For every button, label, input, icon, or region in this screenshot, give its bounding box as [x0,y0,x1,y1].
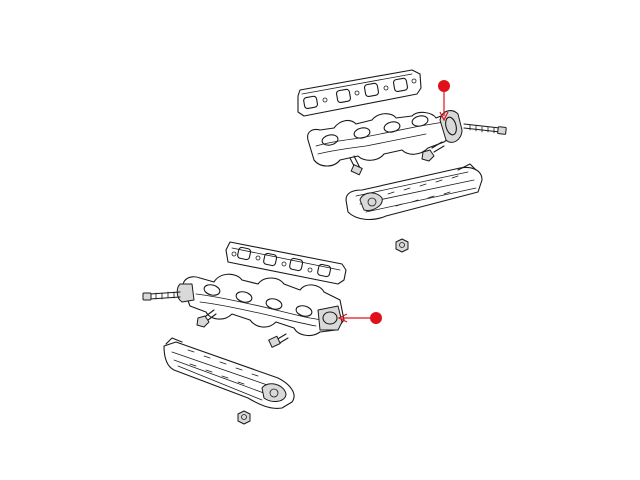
lower-heat-shield [163,337,295,409]
lower-gasket [225,241,347,285]
callout-upper-manifold [438,80,450,122]
upper-exhaust-manifold [307,110,507,167]
lower-stud-right [268,333,289,348]
upper-gasket [297,69,422,117]
lower-exhaust-manifold [142,273,345,337]
lower-bolt-left [196,309,217,328]
lower-assembly [142,241,382,425]
upper-nut [395,238,409,253]
upper-assembly [297,69,507,253]
upper-bolt-center [421,141,445,162]
callout-lower-manifold [337,312,382,324]
upper-heat-shield [345,163,483,221]
lower-nut [237,410,251,425]
upper-stud-left [349,155,363,176]
